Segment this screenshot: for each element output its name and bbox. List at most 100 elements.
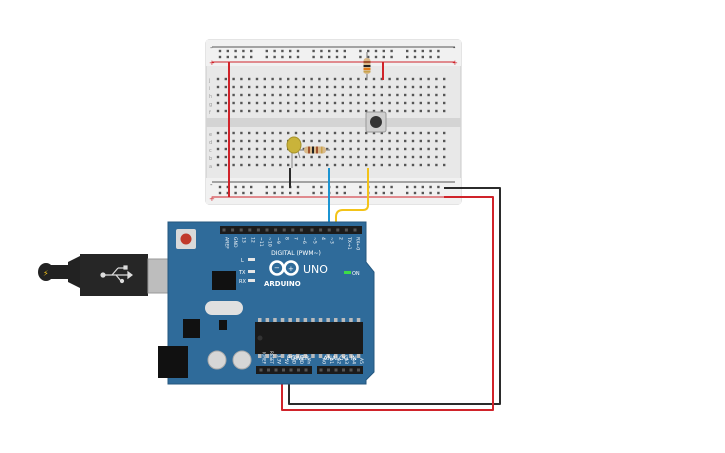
digital-pin-hole[interactable]	[222, 228, 226, 232]
breadboard-hole[interactable]	[263, 147, 266, 151]
breadboard-hole[interactable]	[287, 77, 290, 81]
rail-hole[interactable]	[281, 49, 284, 53]
breadboard-hole[interactable]	[279, 155, 282, 159]
breadboard-hole[interactable]	[326, 163, 329, 167]
breadboard-hole[interactable]	[318, 131, 321, 135]
breadboard-hole[interactable]	[427, 85, 430, 89]
breadboard-hole[interactable]	[255, 93, 259, 97]
breadboard-hole[interactable]	[372, 85, 376, 89]
breadboard-hole[interactable]	[279, 139, 282, 143]
breadboard-hole[interactable]	[302, 163, 305, 167]
breadboard-hole[interactable]	[411, 139, 415, 143]
power-pin-hole[interactable]	[267, 368, 270, 372]
breadboard-hole[interactable]	[380, 163, 383, 167]
breadboard-hole[interactable]	[396, 163, 399, 167]
rail-hole[interactable]	[226, 49, 229, 53]
breadboard-hole[interactable]	[326, 109, 329, 113]
rail-hole[interactable]	[429, 185, 432, 189]
breadboard-hole[interactable]	[427, 163, 430, 167]
breadboard-hole[interactable]	[388, 147, 391, 151]
breadboard-hole[interactable]	[365, 93, 368, 97]
breadboard-hole[interactable]	[419, 155, 422, 159]
breadboard-hole[interactable]	[216, 155, 220, 159]
breadboard-hole[interactable]	[271, 85, 274, 89]
breadboard-hole[interactable]	[310, 93, 313, 97]
breadboard-hole[interactable]	[404, 77, 407, 81]
breadboard-hole[interactable]	[411, 85, 415, 89]
breadboard-hole[interactable]	[318, 77, 321, 81]
breadboard-hole[interactable]	[248, 93, 251, 97]
rail-hole[interactable]	[234, 49, 237, 53]
breadboard-hole[interactable]	[388, 85, 391, 89]
breadboard-hole[interactable]	[388, 131, 391, 135]
breadboard-hole[interactable]	[326, 77, 329, 81]
digital-pin-hole[interactable]	[336, 228, 340, 232]
breadboard-hole[interactable]	[372, 101, 376, 105]
rail-hole[interactable]	[429, 55, 432, 59]
rail-hole[interactable]	[234, 185, 237, 189]
breadboard-hole[interactable]	[294, 93, 298, 97]
breadboard-hole[interactable]	[240, 77, 243, 81]
rail-hole[interactable]	[413, 55, 417, 59]
rail-hole[interactable]	[382, 49, 385, 53]
rail-hole[interactable]	[359, 55, 362, 59]
rail-hole[interactable]	[281, 185, 284, 189]
breadboard-hole[interactable]	[372, 93, 376, 97]
breadboard-hole[interactable]	[248, 77, 251, 81]
breadboard-hole[interactable]	[427, 139, 430, 143]
breadboard-hole[interactable]	[248, 85, 251, 89]
breadboard-hole[interactable]	[263, 93, 266, 97]
breadboard-hole[interactable]	[396, 109, 399, 113]
rail-hole[interactable]	[359, 185, 362, 189]
digital-pin-hole[interactable]	[282, 228, 286, 232]
breadboard-hole[interactable]	[357, 147, 360, 151]
breadboard-hole[interactable]	[357, 139, 360, 143]
rail-hole[interactable]	[335, 191, 339, 195]
breadboard-hole[interactable]	[372, 155, 376, 159]
rail-hole[interactable]	[218, 191, 222, 195]
breadboard-hole[interactable]	[216, 109, 220, 113]
analog-pin-hole[interactable]	[342, 368, 345, 372]
breadboard-hole[interactable]	[248, 109, 251, 113]
rail-hole[interactable]	[382, 191, 385, 195]
breadboard-hole[interactable]	[232, 109, 235, 113]
breadboard-hole[interactable]	[240, 109, 243, 113]
breadboard-hole[interactable]	[372, 109, 376, 113]
breadboard-hole[interactable]	[279, 109, 282, 113]
digital-pin-hole[interactable]	[319, 228, 323, 232]
breadboard-hole[interactable]	[365, 139, 368, 143]
breadboard-hole[interactable]	[263, 85, 266, 89]
breadboard-hole[interactable]	[333, 163, 337, 167]
breadboard-hole[interactable]	[302, 77, 305, 81]
breadboard-hole[interactable]	[419, 131, 422, 135]
power-wire[interactable]	[281, 196, 494, 411]
breadboard-hole[interactable]	[310, 101, 313, 105]
breadboard-hole[interactable]	[349, 85, 352, 89]
breadboard-hole[interactable]	[279, 93, 282, 97]
breadboard-hole[interactable]	[443, 163, 446, 167]
breadboard-hole[interactable]	[279, 147, 282, 151]
breadboard-hole[interactable]	[279, 77, 282, 81]
breadboard-hole[interactable]	[411, 109, 415, 113]
breadboard-hole[interactable]	[411, 101, 415, 105]
breadboard-hole[interactable]	[271, 93, 274, 97]
breadboard-hole[interactable]	[357, 163, 360, 167]
breadboard-hole[interactable]	[310, 139, 313, 143]
breadboard-hole[interactable]	[388, 93, 391, 97]
led-resistor[interactable]	[300, 146, 330, 154]
rail-hole[interactable]	[265, 49, 268, 53]
breadboard-hole[interactable]	[341, 85, 344, 89]
breadboard-hole[interactable]	[310, 77, 313, 81]
breadboard-hole[interactable]	[396, 85, 399, 89]
breadboard-hole[interactable]	[326, 147, 329, 151]
breadboard-hole[interactable]	[357, 93, 360, 97]
power-pin-hole[interactable]	[259, 368, 263, 372]
breadboard-hole[interactable]	[396, 147, 399, 151]
rail-hole[interactable]	[390, 191, 393, 195]
rail-hole[interactable]	[421, 185, 424, 189]
rail-hole[interactable]	[367, 55, 370, 59]
rail-hole[interactable]	[335, 49, 339, 53]
rail-hole[interactable]	[437, 191, 440, 195]
breadboard-hole[interactable]	[326, 93, 329, 97]
rail-hole[interactable]	[289, 55, 292, 59]
